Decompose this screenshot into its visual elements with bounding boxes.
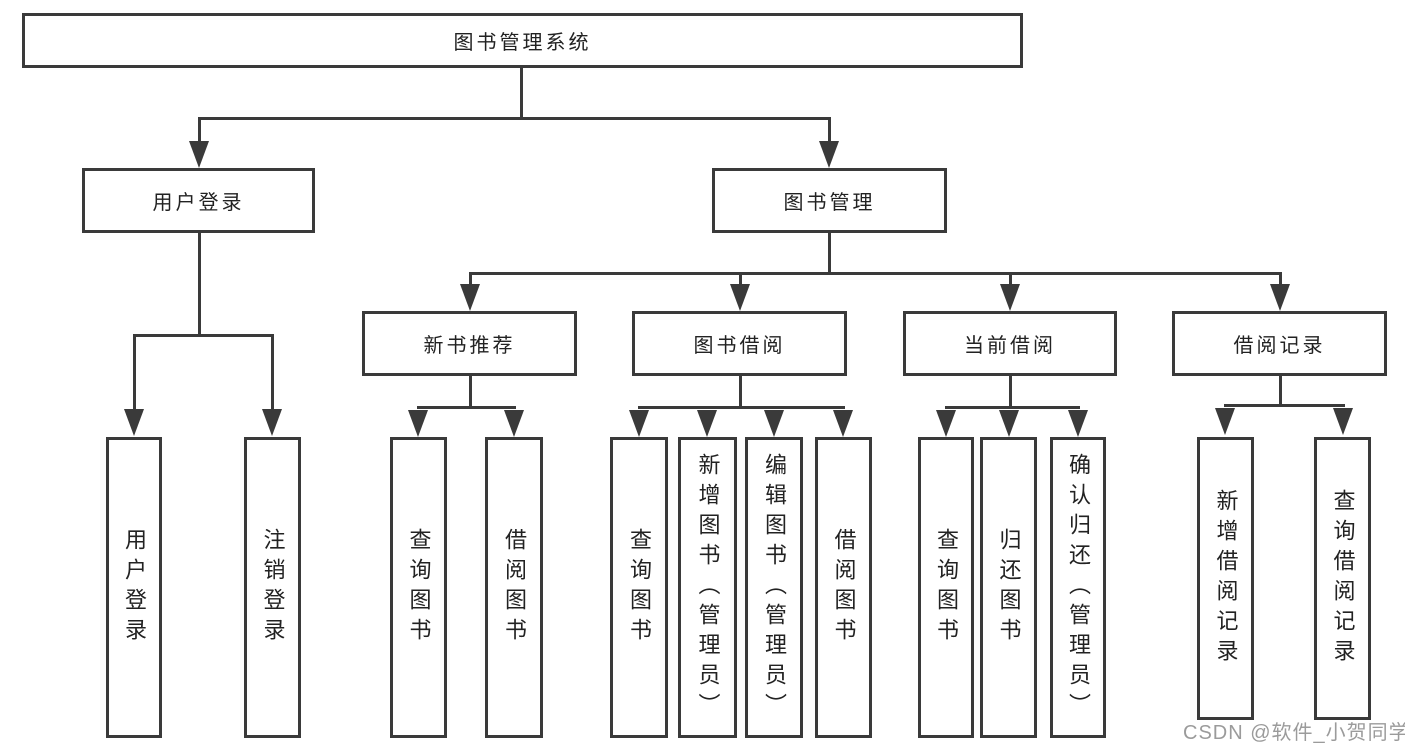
leaf-bb-borrow-book-label: 借阅图书 bbox=[831, 527, 857, 648]
connector-borrow-record-rail bbox=[1224, 404, 1345, 407]
leaf-cb-return-book-label: 归还图书 bbox=[996, 527, 1022, 648]
connector-leaf-stem bbox=[1279, 272, 1282, 286]
connector-book-borrow-rail bbox=[638, 406, 845, 409]
leaf-br-query-record-label: 查询借阅记录 bbox=[1330, 488, 1356, 669]
leaf-bb-edit-book-label: 编辑图书（管理员） bbox=[762, 452, 787, 723]
leaf-br-add-record-label: 新增借阅记录 bbox=[1213, 488, 1239, 669]
node-root: 图书管理系统 bbox=[22, 13, 1023, 68]
arrow-down-icon bbox=[936, 410, 956, 437]
connector-leaf-stem bbox=[133, 334, 136, 412]
connector-new-book-rec-down bbox=[469, 376, 472, 409]
leaf-cb-query-book-label: 查询图书 bbox=[934, 527, 959, 648]
arrow-down-icon bbox=[819, 141, 839, 168]
node-current-borrow: 当前借阅 bbox=[903, 311, 1117, 376]
leaf-cb-confirm-return-label: 确认归还（管理员） bbox=[1066, 452, 1091, 723]
node-user-login: 用户登录 bbox=[82, 168, 315, 233]
arrow-down-icon bbox=[833, 410, 853, 437]
csdn-watermark: CSDN @软件_小贺同学 bbox=[1183, 722, 1405, 744]
node-book-mgmt-label: 图书管理 bbox=[783, 192, 876, 214]
connector-book-mgmt-stem bbox=[828, 117, 831, 143]
leaf-rec-query-book-label: 查询图书 bbox=[406, 527, 432, 648]
arrow-down-icon bbox=[1333, 408, 1353, 435]
connector-book-mgmt-down bbox=[828, 233, 831, 275]
node-current-borrow-label: 当前借阅 bbox=[964, 335, 1056, 357]
arrow-down-icon bbox=[730, 284, 750, 311]
node-book-borrow: 图书借阅 bbox=[632, 311, 847, 376]
leaf-bb-borrow-book: 借阅图书 bbox=[815, 437, 872, 738]
arrow-down-icon bbox=[629, 410, 649, 437]
node-book-mgmt: 图书管理 bbox=[712, 168, 947, 233]
arrow-down-icon bbox=[189, 141, 209, 168]
leaf-bb-query-book: 查询图书 bbox=[610, 437, 668, 738]
arrow-down-icon bbox=[408, 410, 428, 437]
arrow-down-icon bbox=[764, 410, 784, 437]
connector-leaf-stem bbox=[271, 334, 274, 412]
connector-current-borrow-rail bbox=[945, 406, 1080, 409]
node-borrow-record: 借阅记录 bbox=[1172, 311, 1387, 376]
leaf-bb-edit-book: 编辑图书（管理员） bbox=[745, 437, 803, 738]
leaf-rec-borrow-book-label: 借阅图书 bbox=[502, 527, 527, 648]
leaf-cb-return-book: 归还图书 bbox=[980, 437, 1037, 738]
leaf-bb-query-book-label: 查询图书 bbox=[627, 527, 652, 648]
arrow-down-icon bbox=[124, 409, 144, 436]
connector-level2-rail bbox=[469, 272, 1282, 275]
connector-user-login-stem bbox=[198, 117, 201, 143]
leaf-user-login: 用户登录 bbox=[106, 437, 162, 738]
leaf-br-add-record: 新增借阅记录 bbox=[1197, 437, 1254, 720]
connector-root-stem bbox=[520, 68, 523, 118]
leaf-rec-query-book: 查询图书 bbox=[390, 437, 447, 738]
node-root-label: 图书管理系统 bbox=[453, 32, 592, 54]
arrow-down-icon bbox=[999, 410, 1019, 437]
leaf-bb-add-book-label: 新增图书（管理员） bbox=[695, 452, 721, 723]
node-new-book-rec: 新书推荐 bbox=[362, 311, 577, 376]
node-borrow-record-label: 借阅记录 bbox=[1233, 335, 1326, 357]
node-user-login-label: 用户登录 bbox=[152, 192, 245, 214]
arrow-down-icon bbox=[1000, 284, 1020, 311]
connector-user-login-down bbox=[198, 233, 201, 337]
leaf-rec-borrow-book: 借阅图书 bbox=[485, 437, 543, 738]
connector-leaf-stem bbox=[739, 272, 742, 286]
leaf-logout: 注销登录 bbox=[244, 437, 301, 738]
arrow-down-icon bbox=[697, 410, 717, 437]
connector-leaf-stem bbox=[1009, 272, 1012, 286]
arrow-down-icon bbox=[460, 284, 480, 311]
connector-user-login-rail bbox=[133, 334, 274, 337]
node-new-book-rec-label: 新书推荐 bbox=[423, 335, 516, 357]
arrow-down-icon bbox=[1215, 408, 1235, 435]
leaf-br-query-record: 查询借阅记录 bbox=[1314, 437, 1371, 720]
leaf-bb-add-book: 新增图书（管理员） bbox=[678, 437, 737, 738]
node-book-borrow-label: 图书借阅 bbox=[693, 335, 786, 357]
arrow-down-icon bbox=[1270, 284, 1290, 311]
arrow-down-icon bbox=[504, 410, 524, 437]
connector-current-borrow-down bbox=[1009, 376, 1012, 409]
connector-level1-rail bbox=[198, 117, 830, 120]
leaf-user-login-label: 用户登录 bbox=[122, 527, 147, 648]
arrow-down-icon bbox=[262, 409, 282, 436]
connector-new-book-rec-rail bbox=[417, 406, 516, 409]
leaf-logout-label: 注销登录 bbox=[260, 527, 286, 648]
leaf-cb-query-book: 查询图书 bbox=[918, 437, 974, 738]
connector-borrow-record-down bbox=[1279, 376, 1282, 407]
connector-book-borrow-down bbox=[739, 376, 742, 409]
connector-leaf-stem bbox=[469, 272, 472, 286]
leaf-cb-confirm-return: 确认归还（管理员） bbox=[1050, 437, 1106, 738]
arrow-down-icon bbox=[1068, 410, 1088, 437]
